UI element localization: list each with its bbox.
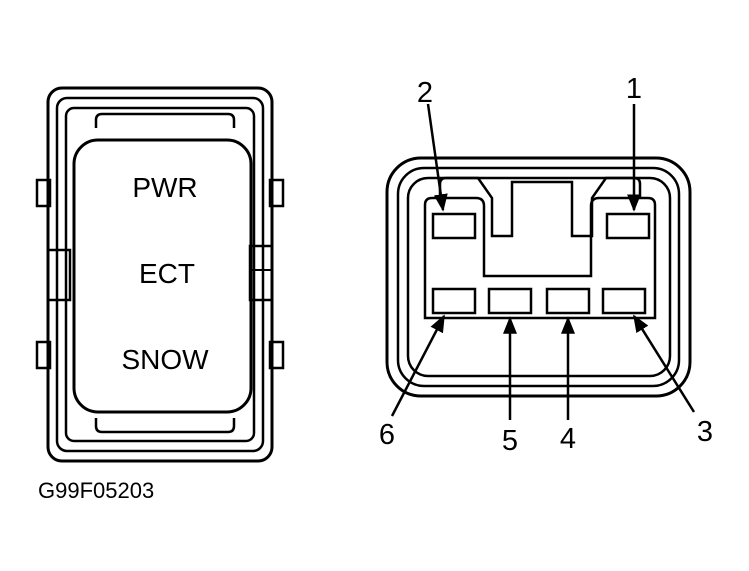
connector-key bbox=[438, 176, 642, 238]
connector bbox=[385, 156, 692, 398]
pin-cavity-5 bbox=[487, 287, 533, 315]
pin-cavity-2 bbox=[431, 212, 477, 240]
pin-cavity-3 bbox=[601, 287, 647, 315]
connector-housing-inner bbox=[406, 176, 672, 378]
connector-cavity bbox=[423, 196, 657, 320]
switch-tab-left-upper bbox=[35, 178, 52, 208]
pin-label-3: 3 bbox=[697, 416, 713, 448]
pin-label-5: 5 bbox=[502, 425, 518, 457]
switch-housing-rim bbox=[64, 106, 256, 443]
switch-label-ect: ECT bbox=[139, 258, 195, 289]
switch-top-slot bbox=[94, 112, 236, 128]
pin-cavity-6 bbox=[431, 287, 477, 315]
pin-label-2: 2 bbox=[417, 77, 433, 109]
switch-latch-left bbox=[46, 248, 72, 302]
switch-latch-right bbox=[248, 244, 274, 302]
connector-housing-middle bbox=[396, 166, 681, 388]
switch-tab-right-upper bbox=[268, 178, 285, 208]
switch-label-pwr: PWR bbox=[132, 172, 197, 203]
pin-leaders bbox=[390, 103, 696, 420]
switch-bottom-slot bbox=[94, 418, 236, 434]
leader-pin-2 bbox=[426, 103, 448, 212]
switch-label-snow: SNOW bbox=[121, 344, 209, 375]
leader-pin-6 bbox=[390, 314, 446, 417]
pin-label-6: 6 bbox=[379, 419, 395, 451]
mode-switch bbox=[35, 86, 285, 463]
pin-cavity-4 bbox=[545, 287, 591, 315]
switch-housing-inner bbox=[55, 96, 265, 453]
leader-pin-3 bbox=[632, 314, 696, 413]
figure-id: G99F05203 bbox=[38, 478, 154, 503]
switch-tab-left-lower bbox=[35, 340, 52, 370]
pin-label-1: 1 bbox=[626, 73, 642, 105]
pin-label-4: 4 bbox=[560, 423, 576, 455]
pin-cavity-1 bbox=[605, 212, 651, 240]
switch-tab-right-lower bbox=[268, 340, 285, 370]
connector-housing-outer bbox=[385, 156, 692, 398]
